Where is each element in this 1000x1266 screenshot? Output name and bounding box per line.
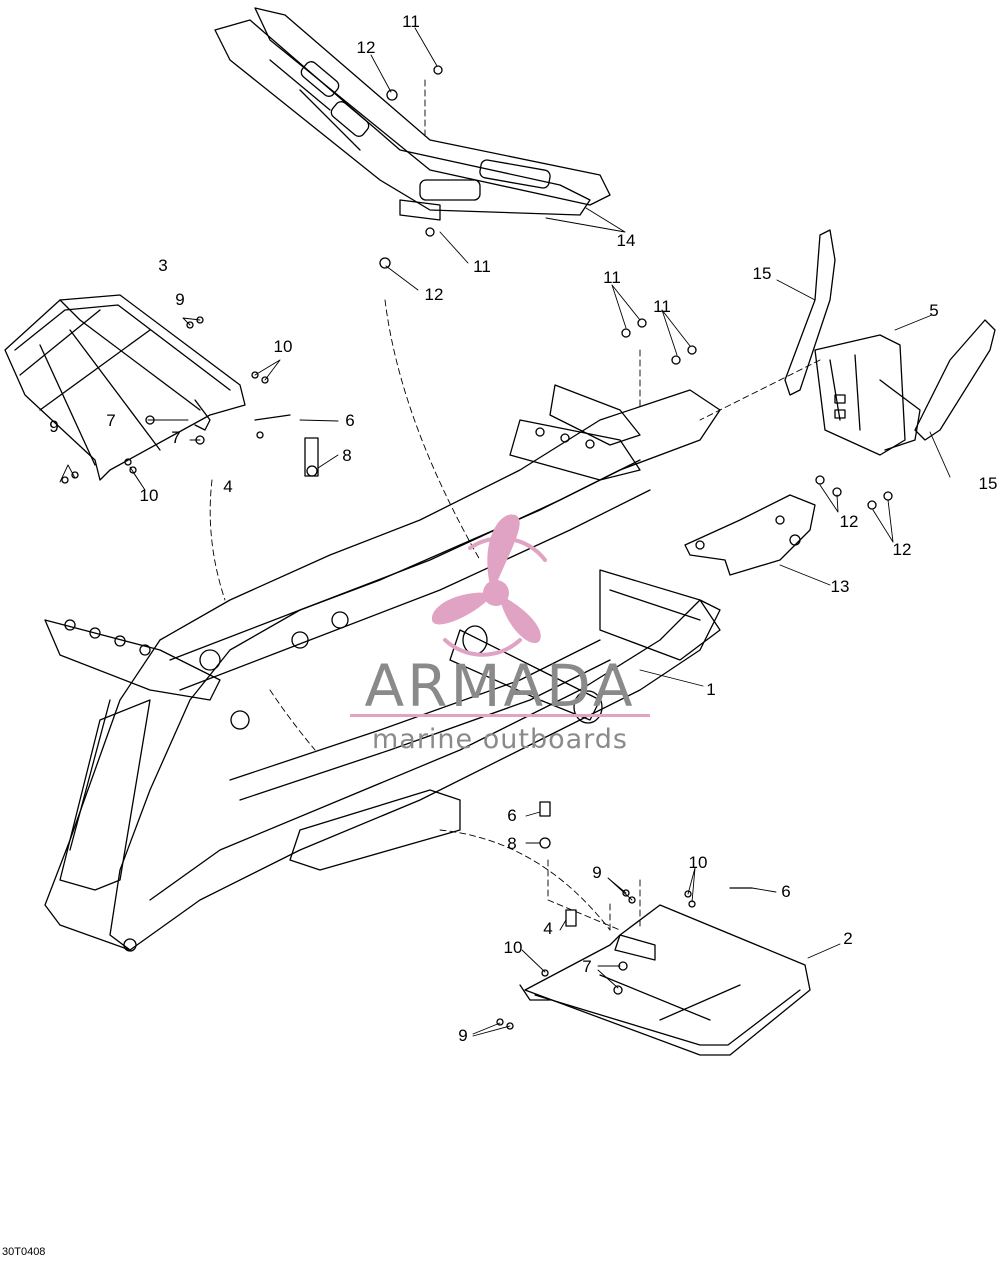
callout-c10a: 10: [274, 337, 293, 356]
callout-c11d: 11: [653, 297, 671, 316]
handles-drawing: [784, 229, 996, 441]
reference-code: 30T0408: [2, 1246, 46, 1258]
rear-rack-drawing: [519, 904, 811, 1056]
callout-c10b: 10: [140, 486, 159, 505]
callout-c14: 14: [617, 231, 636, 250]
callout-c12b: 12: [425, 285, 444, 304]
callout-c3: 3: [158, 256, 167, 275]
watermark-underline: [350, 714, 650, 717]
front-rack-drawing: [4, 294, 246, 481]
watermark-title: ARMADA: [364, 652, 635, 720]
callout-c7a: 7: [106, 411, 115, 430]
logo-blade-top: [487, 514, 520, 588]
callout-c8a: 8: [342, 446, 351, 465]
callout-c12a: 12: [357, 38, 376, 57]
callout-c9b: 9: [49, 417, 58, 436]
callout-c5: 5: [929, 301, 938, 320]
logo-blade-left: [431, 592, 490, 625]
callout-c11c: 11: [603, 268, 621, 287]
logo-blade-right: [500, 596, 541, 644]
callout-c2: 2: [843, 929, 852, 948]
callout-c11a: 11: [402, 12, 420, 31]
logo-hub: [483, 580, 509, 606]
callout-c6b: 6: [507, 806, 516, 825]
callout-c11b: 11: [473, 257, 491, 276]
callout-c10d: 10: [504, 938, 523, 957]
callout-c6a: 6: [345, 411, 354, 430]
callout-labels: 1234456667778899991010101011111111121212…: [49, 12, 997, 1045]
callout-c15a: 15: [753, 264, 772, 283]
callout-c13: 13: [831, 577, 850, 596]
rear-bracket-drawing: [684, 494, 816, 576]
callout-c12c: 12: [840, 512, 859, 531]
callout-c9a: 9: [175, 290, 184, 309]
callout-c9d: 9: [458, 1026, 467, 1045]
callout-c9c: 9: [592, 863, 601, 882]
callout-c1: 1: [706, 680, 715, 699]
callout-c12d: 12: [893, 540, 912, 559]
hardware-drawing: [61, 65, 893, 1030]
upper-seat-frame-drawing: [214, 7, 611, 221]
callout-c10c: 10: [689, 853, 708, 872]
watermark-logo: [431, 514, 547, 657]
callout-c6c: 6: [781, 882, 790, 901]
callout-c4a: 4: [223, 477, 232, 496]
side-panel-drawing: [814, 334, 921, 456]
callout-c4b: 4: [543, 919, 552, 938]
leader-lines: [59, 27, 951, 1037]
assembly-lines: [209, 79, 821, 931]
callout-c8b: 8: [507, 834, 516, 853]
callout-c15b: 15: [979, 474, 998, 493]
watermark-subtitle: marine outboards: [372, 724, 628, 755]
callout-c7b: 7: [171, 428, 180, 447]
callout-c7c: 7: [582, 957, 591, 976]
